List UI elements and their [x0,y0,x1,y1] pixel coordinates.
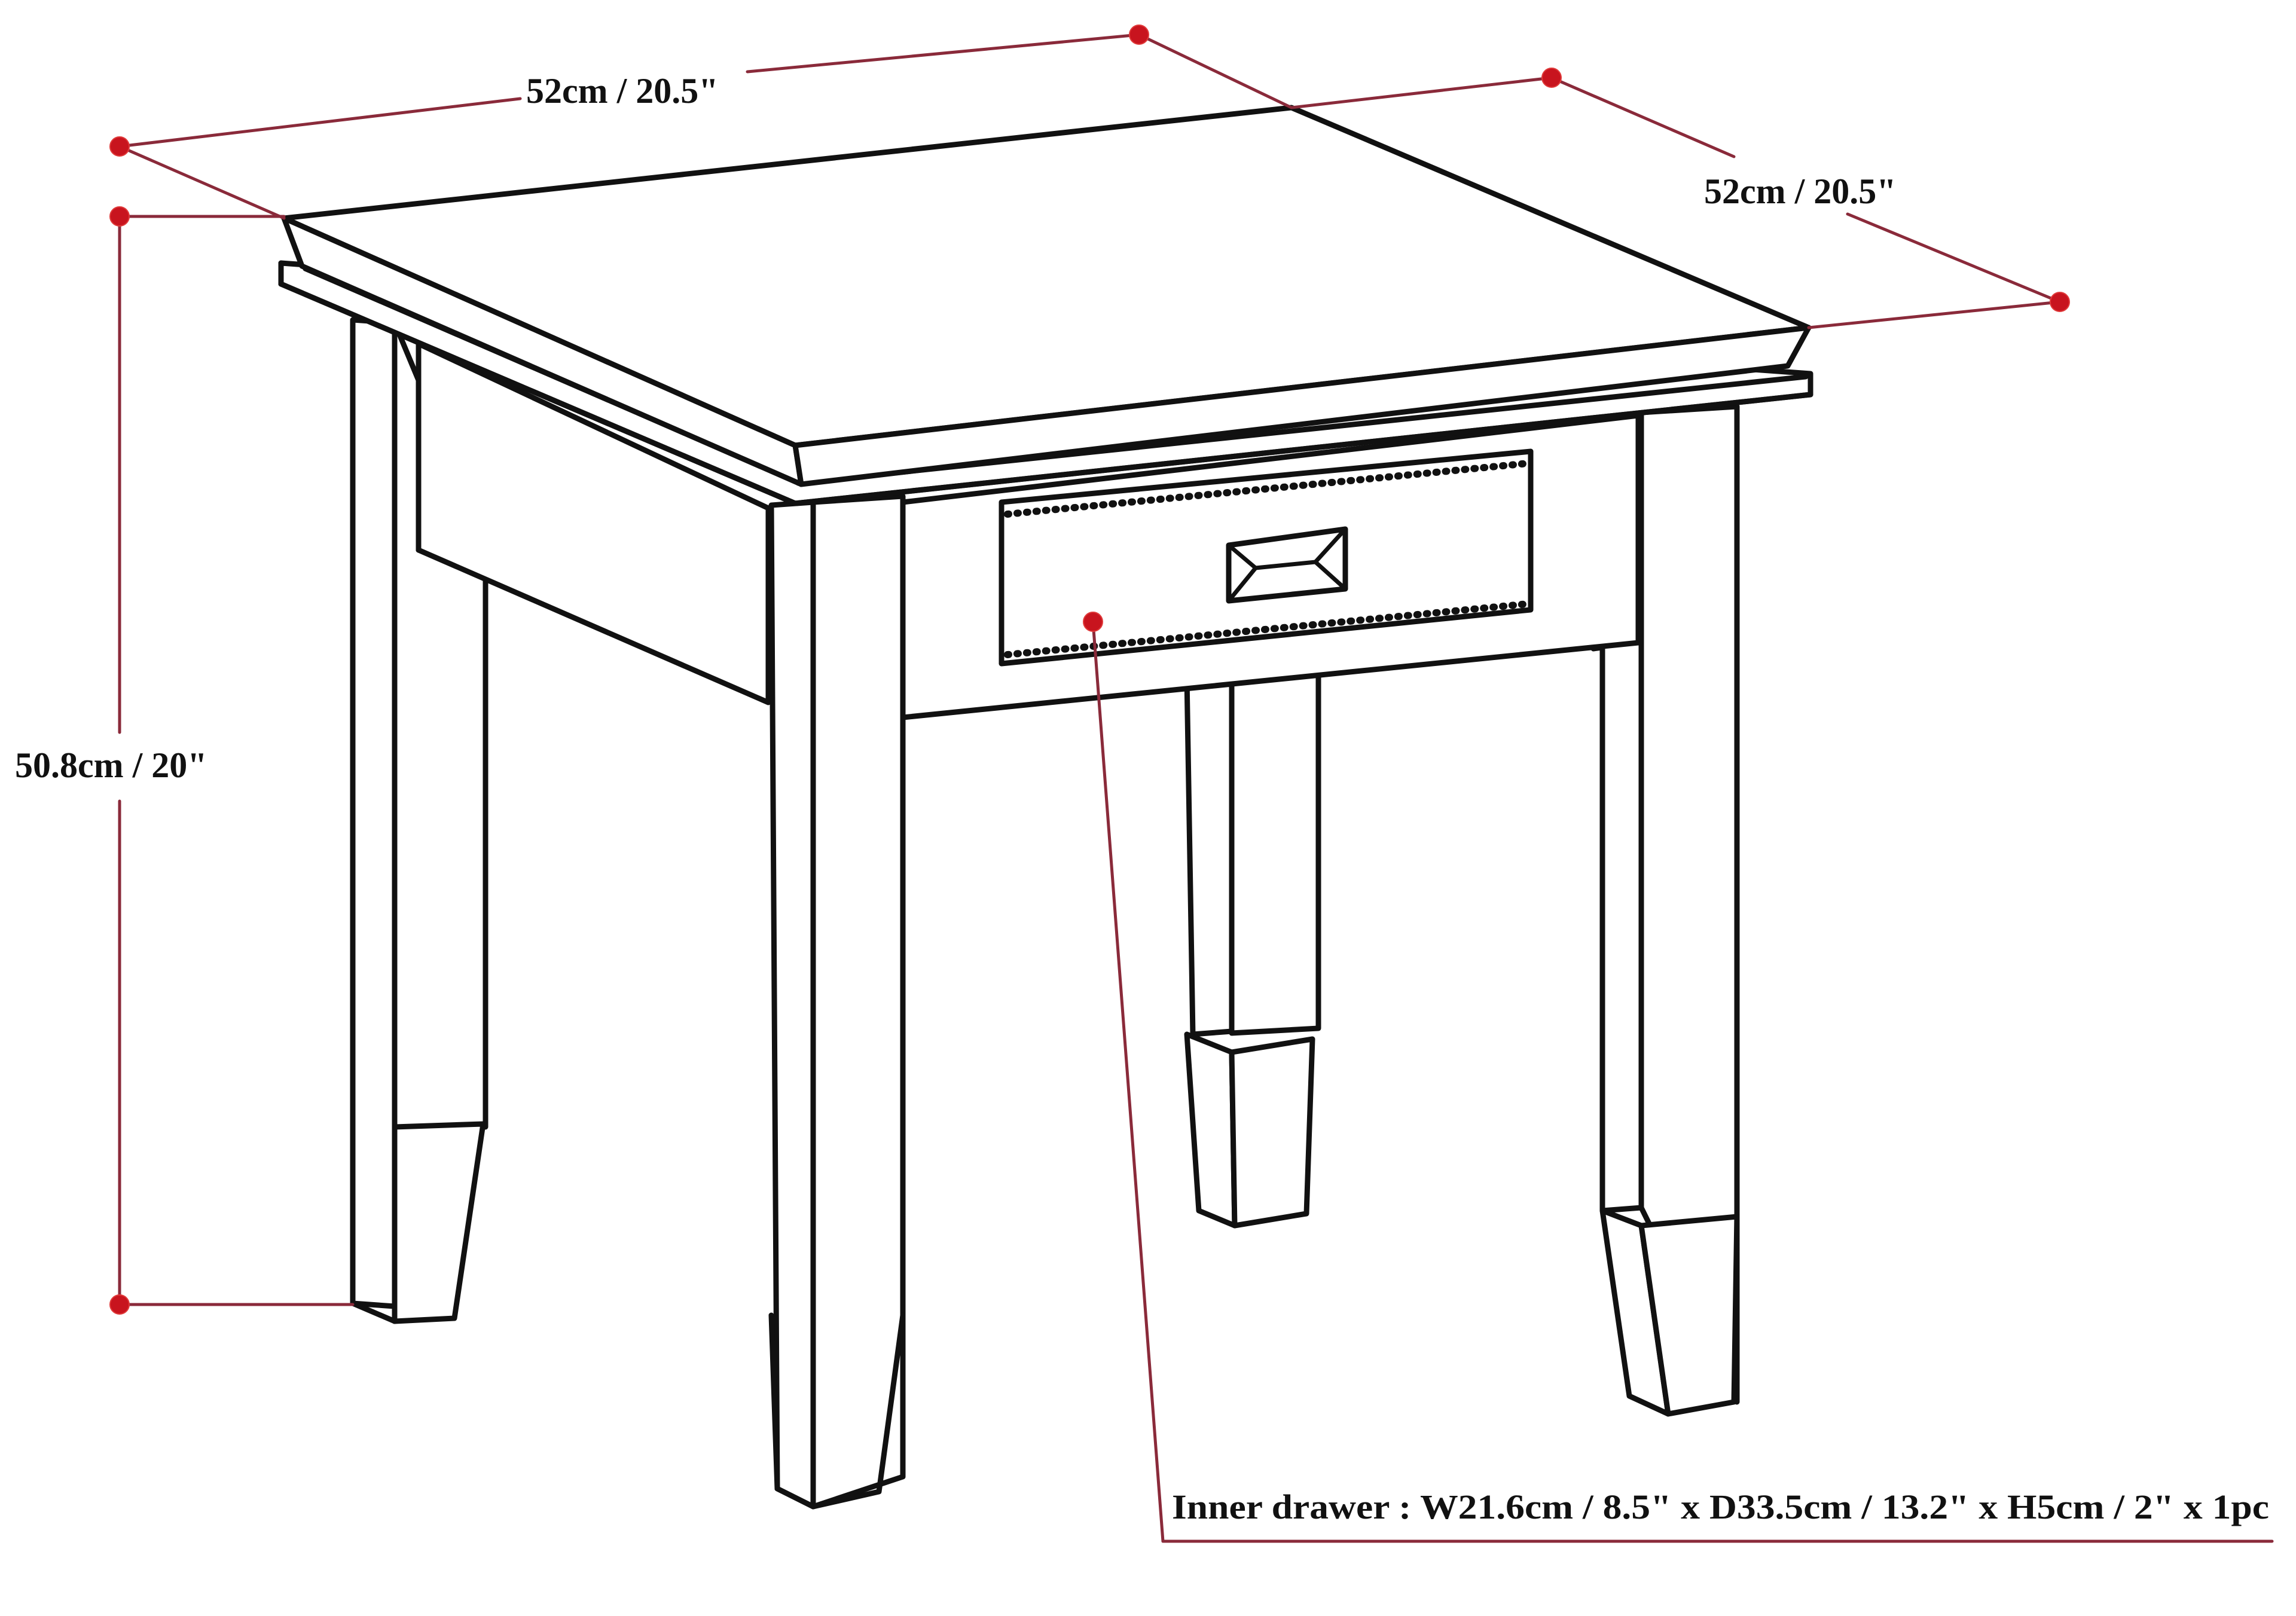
tabletop [281,105,1812,487]
left-apron [416,341,771,705]
back-right-leg [1184,664,1321,1229]
end-table-drawing [278,105,1813,1510]
height-end-dot [109,1294,130,1315]
height-label: 50.8cm / 20" [15,746,207,785]
inner-drawer-label: Inner drawer : W21.6cm / 8.5" x D33.5cm … [1172,1487,2269,1526]
depth-label: 52cm / 20.5" [1704,172,1897,211]
dimension-labels: 52cm / 20.5" 52cm / 20.5" 50.8cm / 20" I… [15,71,2269,1526]
width-end-dot [1129,25,1149,45]
front-left-leg [768,493,906,1510]
depth-start-dot [1541,68,1562,88]
drawer-handle-icon [1226,526,1348,604]
width-start-dot [109,136,130,157]
depth-dimension [1290,68,2070,329]
depth-end-dot [2050,292,2070,312]
width-dimension [109,25,1293,220]
height-dimension [109,206,355,1315]
inner-drawer-dot [1083,612,1103,632]
height-start-dot [109,206,130,227]
dimension-annotations [109,25,2274,1543]
width-label: 52cm / 20.5" [526,71,719,111]
inner-drawer-leader [1083,612,2274,1543]
